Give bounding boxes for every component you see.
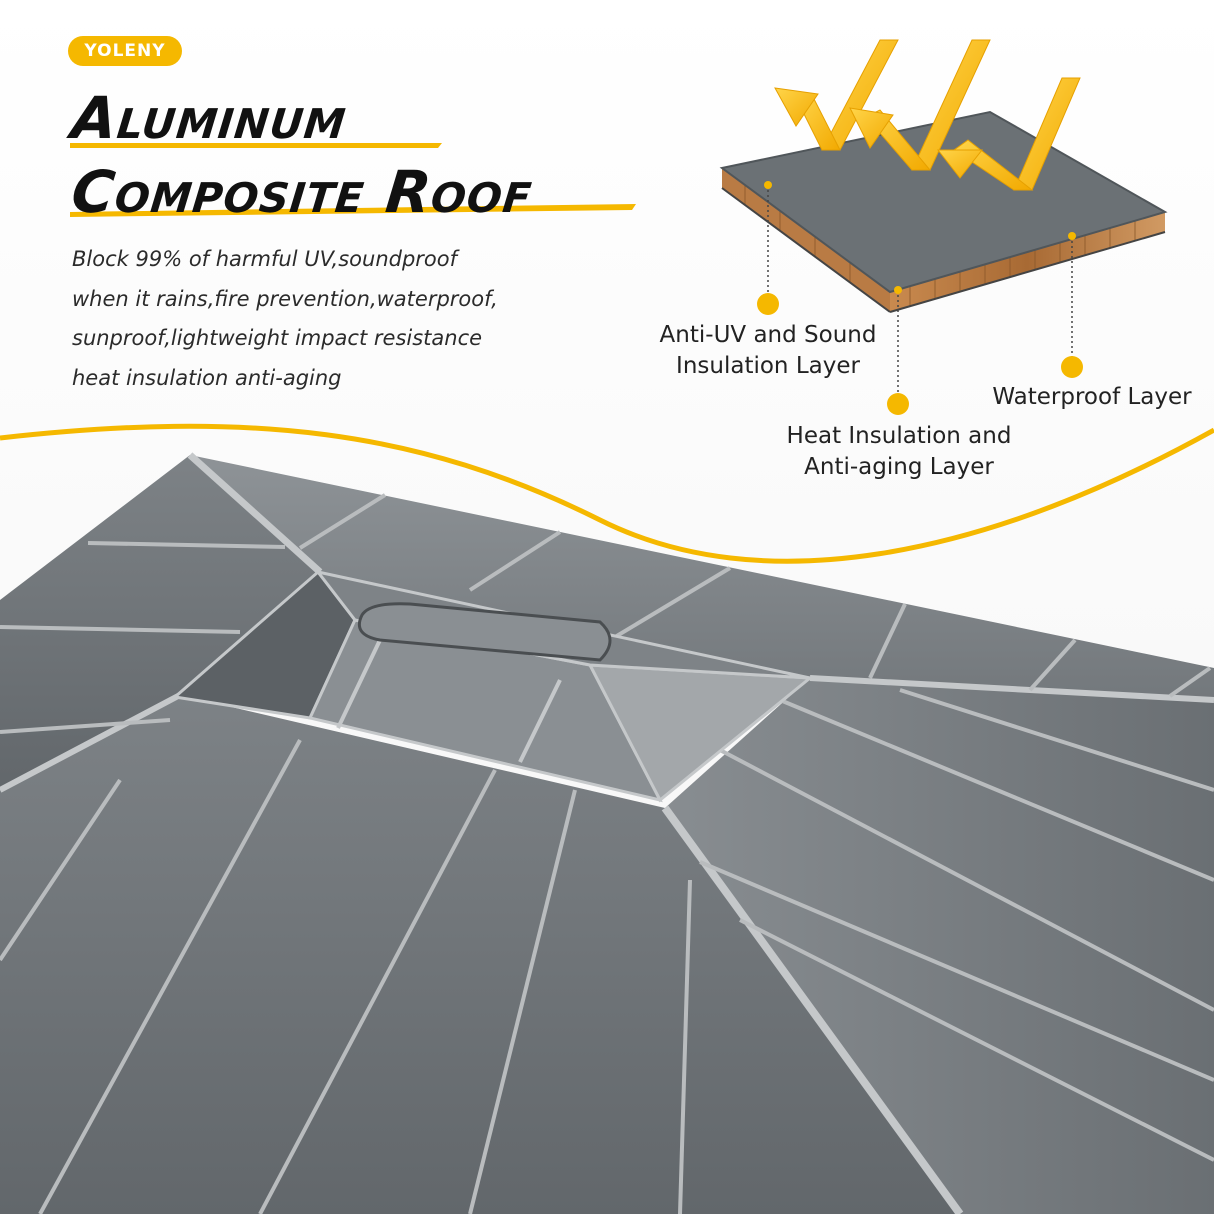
label-line: Heat Insulation and (786, 423, 1012, 449)
label-heat-insulation-layer: Heat Insulation and Anti-aging Layer (770, 421, 1028, 483)
layer-pointer-dot-icon (757, 181, 1083, 415)
label-waterproof-layer: Waterproof Layer (982, 382, 1202, 413)
roof (0, 452, 1214, 1214)
label-line: Anti-UV and Sound (659, 322, 877, 348)
roof-cupola (171, 569, 814, 803)
description-line: sunproof,lightweight impact resistance (72, 326, 483, 350)
headline-underline (70, 143, 636, 217)
roof-panel-back (190, 455, 1214, 700)
label-line: Anti-aging Layer (804, 454, 994, 480)
label-line: Insulation Layer (676, 353, 860, 379)
description-line: when it rains,fire prevention,waterproof… (72, 286, 498, 311)
sun-ray-arrow-icon (774, 39, 1081, 191)
description-line: Block 99% of harmful UV,soundproof (72, 247, 458, 271)
headline-line-1: Aluminum (68, 84, 351, 152)
composite-panel-diagram (719, 39, 1168, 415)
brand-badge: YOLENY (68, 36, 182, 66)
label-line: Waterproof Layer (992, 384, 1192, 410)
label-anti-uv-layer: Anti-UV and Sound Insulation Layer (640, 320, 896, 382)
roof-panel-right (665, 678, 1214, 1214)
description-line: heat insulation anti-aging (72, 365, 342, 390)
description: Block 99% of harmful UV,soundproof when … (72, 240, 542, 398)
roof-panel-front (0, 695, 960, 1214)
roof-panel-left (0, 455, 320, 790)
accent-curve (0, 423, 1214, 564)
headline-line-2: Composite Roof (68, 158, 537, 226)
